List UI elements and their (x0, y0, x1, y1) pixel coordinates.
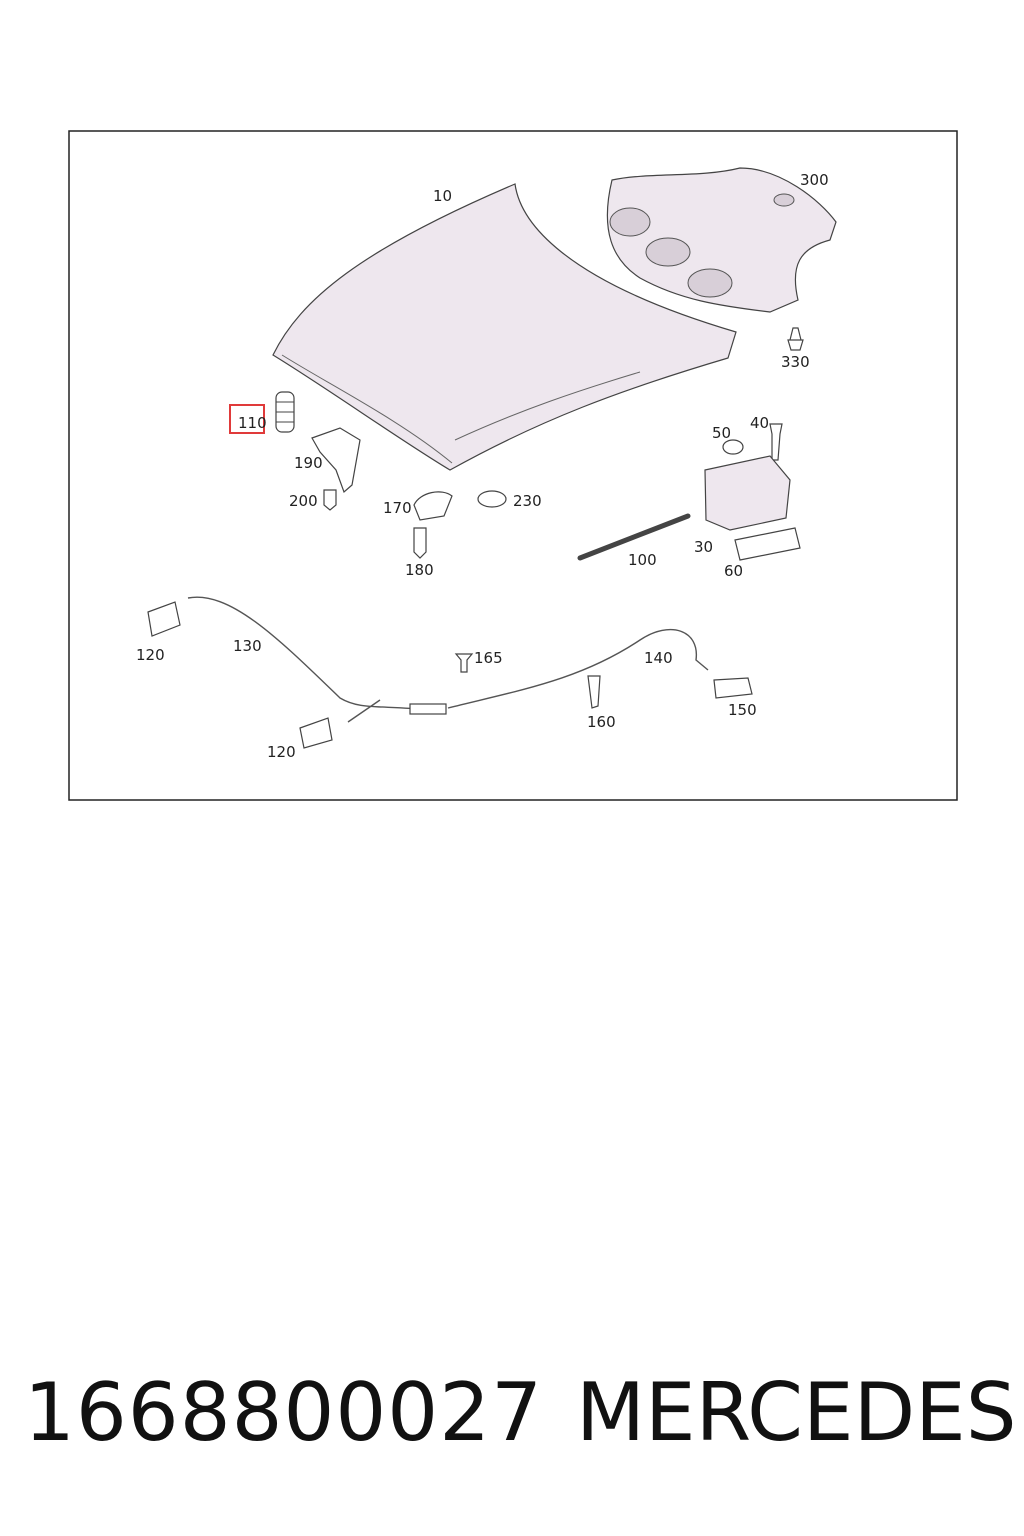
hinge-190 (311, 427, 361, 494)
cable-connector (409, 703, 447, 715)
label-100: 100 (628, 551, 657, 569)
hood-crease (281, 354, 641, 464)
hood-panel (272, 183, 737, 471)
label-120-lower: 120 (267, 743, 296, 761)
insulation-pad-bump (609, 207, 651, 237)
label-300: 300 (800, 171, 829, 189)
label-10: 10 (433, 187, 452, 205)
label-330: 330 (781, 353, 810, 371)
pin-165 (454, 653, 474, 673)
label-190: 190 (294, 454, 323, 472)
clip-330 (787, 327, 804, 351)
bolt-200 (323, 489, 337, 511)
label-180: 180 (405, 561, 434, 579)
brand-name: MERCEDES (576, 1366, 1017, 1459)
highlight-box (229, 404, 265, 434)
label-165: 165 (474, 649, 503, 667)
label-40: 40 (750, 414, 769, 432)
label-120-upper: 120 (136, 646, 165, 664)
footer: 1668800027 MERCEDES (0, 1366, 1024, 1466)
plug-230 (477, 490, 507, 508)
striker-170 (413, 491, 453, 521)
latch-cover-60 (734, 527, 801, 561)
release-handle-120-upper (147, 601, 181, 637)
label-130: 130 (233, 637, 262, 655)
hood-latch-30 (704, 455, 791, 531)
label-150: 150 (728, 701, 757, 719)
label-230: 230 (513, 492, 542, 510)
bolt-180 (413, 527, 427, 559)
label-60: 60 (724, 562, 743, 580)
bolt-40 (769, 423, 783, 461)
insulation-pad-bump (773, 193, 795, 207)
label-50: 50 (712, 424, 731, 442)
insulation-pad-bump (645, 237, 691, 267)
cap-50 (722, 439, 744, 455)
cable-130 (187, 596, 431, 723)
label-140: 140 (644, 649, 673, 667)
part-number: 1668800027 (24, 1366, 543, 1459)
bracket-150 (713, 677, 753, 699)
label-160: 160 (587, 713, 616, 731)
lever-160 (587, 675, 601, 709)
label-110: 110 (238, 414, 267, 432)
label-200: 200 (289, 492, 318, 510)
label-170: 170 (383, 499, 412, 517)
insulation-pad-bump (687, 268, 733, 298)
label-30: 30 (694, 538, 713, 556)
gas-strut-100 (577, 513, 691, 561)
cable-140 (447, 629, 709, 709)
release-handle-120-lower (299, 717, 333, 749)
